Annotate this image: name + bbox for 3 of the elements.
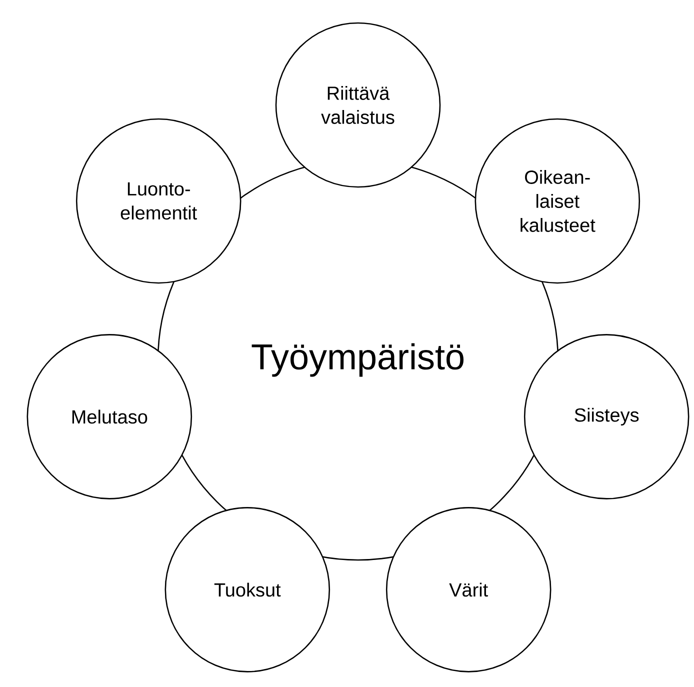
node-label: Tuoksut <box>214 582 281 597</box>
node-label: Siisteys <box>574 408 639 426</box>
node-label: Värit <box>449 582 488 597</box>
